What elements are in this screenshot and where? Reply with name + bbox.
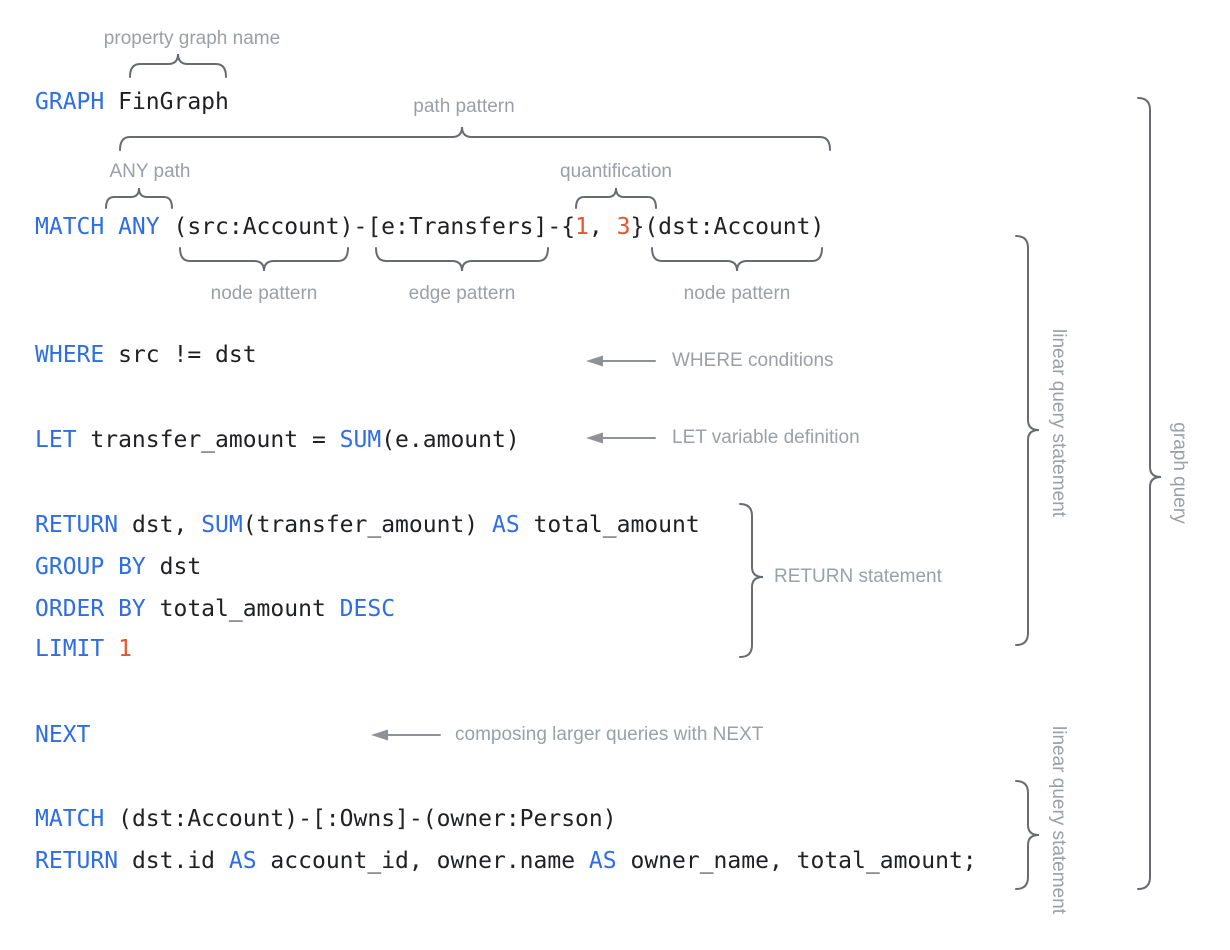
label-linear-query-statement-top: linear query statement <box>1048 329 1069 517</box>
label-edge-pattern: edge pattern <box>408 283 516 304</box>
label-path-pattern: path pattern <box>413 96 515 117</box>
label-any-path: ANY path <box>109 161 191 182</box>
code-line-let: LET transfer_amount = SUM(e.amount) <box>35 427 520 453</box>
underbrace-node-pattern-left <box>179 247 349 272</box>
code-line-return: RETURN dst, SUM(transfer_amount) AS tota… <box>35 512 700 538</box>
brace-return-statement <box>739 503 764 658</box>
brace-quantification <box>575 187 657 209</box>
underbrace-node-pattern-right <box>651 247 823 272</box>
code-line-match-2: MATCH (dst:Account)-[:Owns]-(owner:Perso… <box>35 806 617 832</box>
code-line-limit: LIMIT 1 <box>35 636 132 662</box>
label-composing-next: composing larger queries with NEXT <box>455 724 764 745</box>
label-quantification: quantification <box>560 161 672 182</box>
brace-property-graph-name <box>129 53 227 78</box>
label-property-graph-name: property graph name <box>103 28 281 49</box>
arrow-where-conditions <box>586 355 656 367</box>
code-line-where: WHERE src != dst <box>35 342 257 368</box>
arrow-let-variable <box>586 432 656 444</box>
brace-linear-query-statement-bottom <box>1015 780 1040 890</box>
brace-graph-query <box>1137 97 1162 890</box>
code-line-return-2: RETURN dst.id AS account_id, owner.name … <box>35 848 977 874</box>
brace-linear-query-statement-top <box>1015 235 1040 646</box>
code-line-order-by: ORDER BY total_amount DESC <box>35 596 396 622</box>
label-node-pattern-right: node pattern <box>683 283 791 304</box>
label-linear-query-statement-bottom: linear query statement <box>1048 726 1069 914</box>
label-node-pattern-left: node pattern <box>210 283 318 304</box>
label-where-conditions: WHERE conditions <box>672 350 834 371</box>
brace-path-pattern <box>119 126 831 151</box>
code-line-next: NEXT <box>35 722 91 748</box>
code-line-graph: GRAPH FinGraph <box>35 89 229 115</box>
code-line-group-by: GROUP BY dst <box>35 554 202 580</box>
label-graph-query: graph query <box>1169 422 1190 524</box>
code-line-match: MATCH ANY (src:Account)-[e:Transfers]-{1… <box>35 214 825 240</box>
underbrace-edge-pattern <box>375 247 549 272</box>
arrow-composing-next <box>371 729 441 741</box>
label-let-variable-definition: LET variable definition <box>672 427 860 448</box>
brace-any-path <box>105 187 173 209</box>
label-return-statement: RETURN statement <box>774 566 942 587</box>
